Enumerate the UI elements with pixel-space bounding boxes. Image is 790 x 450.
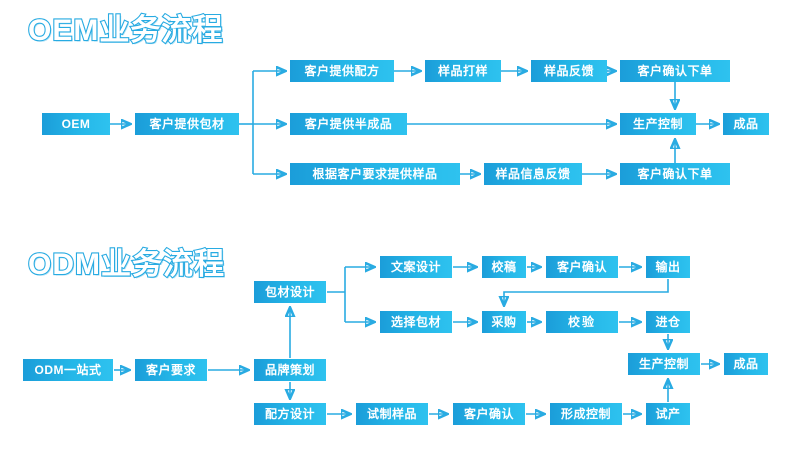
node-oem-packaging[interactable]: 客户提供包材 xyxy=(135,113,239,135)
node-odm-customer-confirm-2[interactable]: 客户确认 xyxy=(452,402,526,426)
wire-odm-output-to-purchase xyxy=(504,279,669,305)
node-odm-trial-sample[interactable]: 试制样品 xyxy=(355,402,429,426)
node-odm-brand-planning[interactable]: 品牌策划 xyxy=(253,358,327,382)
node-odm-production-control[interactable]: 生产控制 xyxy=(627,352,701,376)
node-odm-proofreading[interactable]: 校稿 xyxy=(481,255,527,279)
section-title-odm: ODM业务流程 xyxy=(27,248,225,281)
node-odm-requirement[interactable]: 客户要求 xyxy=(134,358,208,382)
node-odm-finished-goods[interactable]: 成品 xyxy=(723,352,769,376)
node-odm-trial-production[interactable]: 试产 xyxy=(645,402,691,426)
node-odm-package-design[interactable]: 包材设计 xyxy=(253,280,327,304)
node-oem-sample-feedback[interactable]: 样品反馈 xyxy=(531,60,607,82)
node-odm-purchase[interactable]: 采购 xyxy=(481,310,527,334)
node-odm-customer-confirm-1[interactable]: 客户确认 xyxy=(545,255,619,279)
node-oem-formula[interactable]: 客户提供配方 xyxy=(290,60,394,82)
section-title-oem: OEM业务流程 xyxy=(27,14,224,47)
node-odm-start[interactable]: ODM一站式 xyxy=(22,358,114,382)
node-odm-output[interactable]: 输出 xyxy=(645,255,691,279)
node-oem-production-control[interactable]: 生产控制 xyxy=(620,113,696,135)
node-odm-warehouse[interactable]: 进仓 xyxy=(645,310,691,334)
node-odm-form-control[interactable]: 形成控制 xyxy=(549,402,623,426)
node-oem-sample-info-feedback[interactable]: 样品信息反馈 xyxy=(484,163,582,185)
node-odm-verification[interactable]: 校验 xyxy=(545,310,619,334)
node-oem-confirm-order-top[interactable]: 客户确认下单 xyxy=(620,60,730,82)
node-oem-finished-goods[interactable]: 成品 xyxy=(723,113,769,135)
node-oem-sample-make[interactable]: 样品打样 xyxy=(425,60,501,82)
node-oem-sample-by-request[interactable]: 根据客户要求提供样品 xyxy=(290,163,460,185)
node-odm-copy-design[interactable]: 文案设计 xyxy=(379,255,453,279)
node-odm-formula-design[interactable]: 配方设计 xyxy=(253,402,327,426)
node-oem-start[interactable]: OEM xyxy=(42,113,110,135)
node-oem-semi-finished[interactable]: 客户提供半成品 xyxy=(290,113,407,135)
node-oem-confirm-order-bottom[interactable]: 客户确认下单 xyxy=(620,163,730,185)
node-odm-choose-package[interactable]: 选择包材 xyxy=(379,310,453,334)
